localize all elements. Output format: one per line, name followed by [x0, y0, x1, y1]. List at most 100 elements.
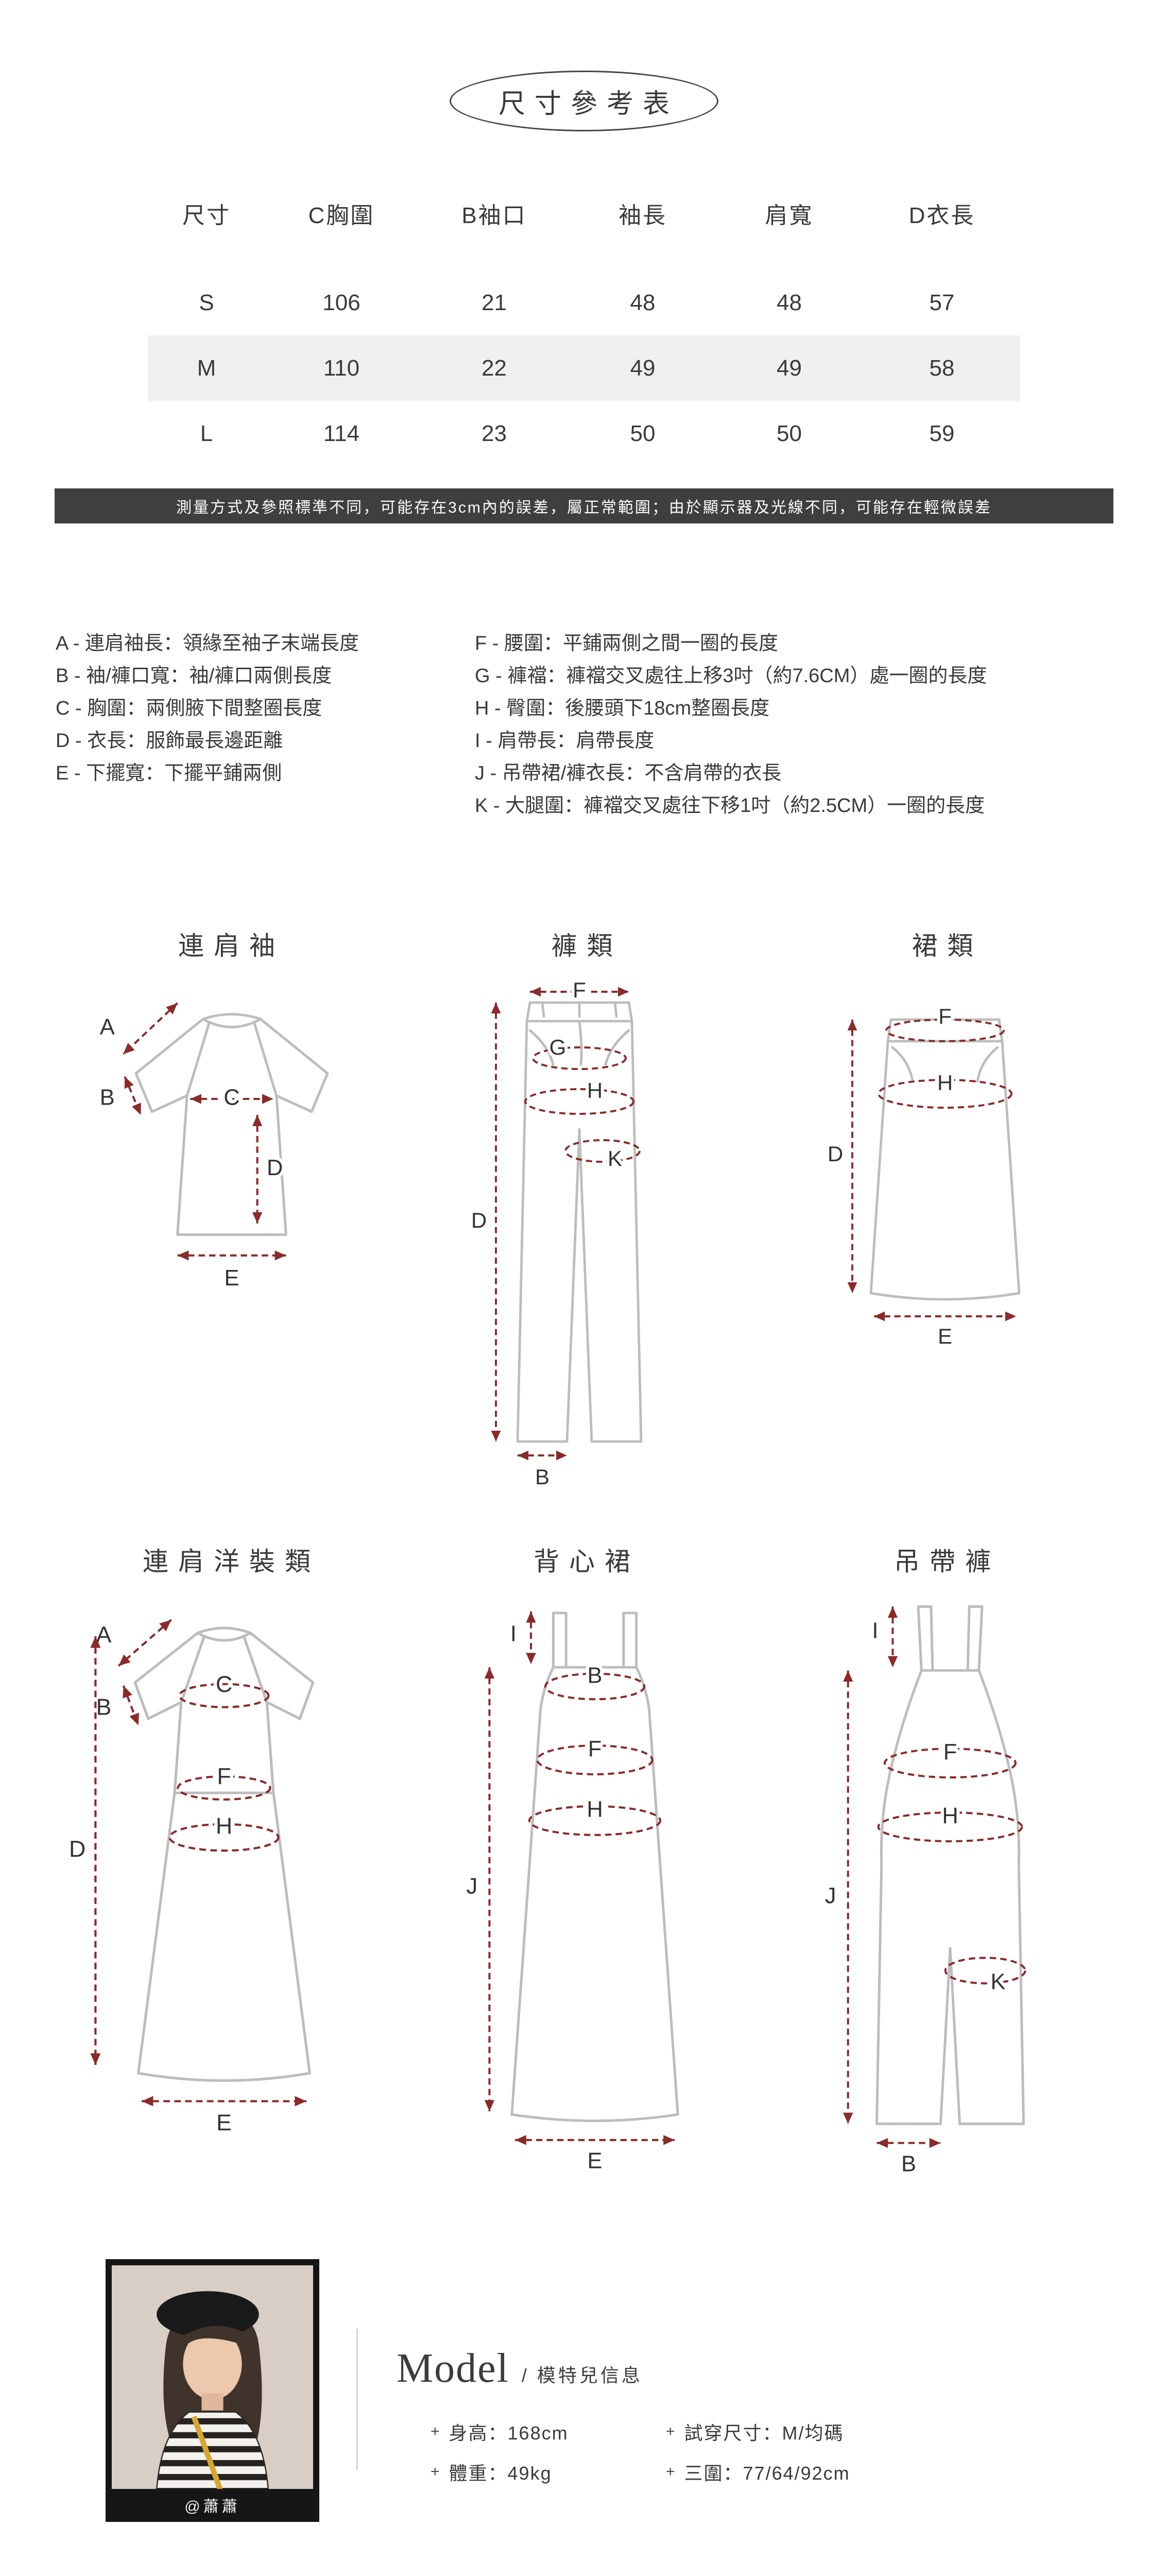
- legend-item: C - 胸圍：兩側腋下間整圈長度: [56, 698, 322, 719]
- page-title-text: 尺寸參考表: [498, 89, 679, 119]
- measure-label: G: [549, 1035, 566, 1059]
- legend-right-column: F - 腰圍：平鋪兩側之間一圈的長度 G - 褲襠：褲襠交叉處往上移3吋（約7.…: [475, 628, 1117, 822]
- measure-label: E: [588, 2149, 603, 2174]
- measure-label: F: [217, 1764, 231, 1789]
- measure-label: F: [938, 1004, 952, 1028]
- model-heading-zh: / 模特兒信息: [521, 2365, 643, 2386]
- table-cell: 50: [630, 420, 656, 446]
- legend-item: H - 臀圍：後腰頭下18cm整圈長度: [475, 698, 770, 719]
- measure-label: J: [825, 1884, 836, 1908]
- measure-label: H: [587, 1798, 603, 1822]
- measure-label: B: [100, 1085, 115, 1110]
- measure-label: A: [96, 1622, 111, 1648]
- model-info-text: 三圍：77/64/92cm: [684, 2463, 850, 2484]
- raglan-dress-diagram: A B C F H D E: [66, 1618, 315, 2131]
- skirt-diagram: F H D E: [825, 1001, 1021, 1347]
- model-info-text: 試穿尺寸：M/均碼: [684, 2422, 844, 2444]
- table-header-cell: C胸圍: [308, 203, 375, 228]
- measure-label: C: [224, 1085, 239, 1110]
- photo-caption: @蕭蕭: [184, 2498, 241, 2515]
- table-cell: 110: [323, 355, 360, 381]
- measure-label: H: [216, 1813, 232, 1839]
- table-row-s: S 106 21 48 48 57: [148, 270, 1020, 335]
- table-cell: 49: [777, 355, 802, 381]
- table-cell: S: [199, 290, 214, 315]
- plus-bullet-icon: +: [431, 2463, 441, 2480]
- measure-label: B: [96, 1694, 111, 1720]
- table-body: S 106 21 48 48 57 M 110 22 49 49 58 L 11…: [148, 270, 1020, 466]
- page-title: 尺寸參考表: [450, 71, 718, 131]
- plus-bullet-icon: +: [666, 2423, 676, 2440]
- size-table: 尺寸 C胸圍 B袖口 袖長 肩寬 D衣長 S 106 21 48 48 57 M…: [148, 185, 1020, 466]
- raglan-tee-diagram: A B C D E: [97, 1002, 329, 1294]
- measure-label: F: [943, 1740, 957, 1765]
- legend-left-column: A - 連肩袖長：領緣至袖子末端長度 B - 袖/褲口寬：袖/褲口兩側長度 C …: [56, 628, 475, 822]
- plus-bullet-icon: +: [666, 2463, 676, 2480]
- section-title-skirt: 裙類: [912, 931, 983, 960]
- measure-label: F: [588, 1737, 602, 1761]
- table-header-cell: 肩寬: [765, 203, 814, 228]
- table-cell: 21: [482, 290, 507, 315]
- section-title-overalls: 吊帶褲: [894, 1547, 1001, 1576]
- model-info-item-weight: + 體重：49kg: [431, 2460, 666, 2484]
- model-info-item-size: + 試穿尺寸：M/均碼: [666, 2419, 850, 2444]
- legend-item: D - 衣長：服飾最長邊距離: [56, 730, 283, 752]
- legend-item: E - 下擺寬：下擺平鋪兩側: [56, 762, 282, 784]
- table-cell: 48: [630, 290, 656, 315]
- measure-label: B: [535, 1465, 549, 1489]
- measure-label: H: [587, 1078, 603, 1103]
- pants-diagram: F G H K D B: [468, 975, 643, 1492]
- table-header-row: 尺寸 C胸圍 B袖口 袖長 肩寬 D衣長: [148, 185, 1020, 242]
- legend-item: B - 袖/褲口寬：袖/褲口兩側長度: [56, 665, 332, 687]
- table-cell: 106: [322, 290, 360, 315]
- section-title-raglan-tee: 連肩袖: [178, 931, 285, 960]
- measure-label: E: [225, 1266, 239, 1291]
- table-cell: 50: [777, 420, 802, 446]
- legend-item: K - 大腿圍：褲襠交叉處往下移1吋（約2.5CM）一圈的長度: [475, 795, 985, 817]
- table-header-cell: 袖長: [619, 203, 667, 228]
- legend-item: A - 連肩袖長：領緣至袖子末端長度: [56, 633, 359, 654]
- table-cell: 58: [929, 355, 955, 381]
- table-cell: M: [197, 355, 216, 381]
- tolerance-notice: 測量方式及參照標準不同，可能存在3cm內的誤差，屬正常範圍；由於顯示器及光線不同…: [55, 488, 1113, 523]
- measure-label: B: [901, 2151, 916, 2176]
- model-info: + 身高：168cm + 試穿尺寸：M/均碼 + 體重：49kg + 三圍：77…: [431, 2419, 850, 2484]
- measure-label: D: [471, 1208, 487, 1232]
- model-photo-illustration: [112, 2265, 313, 2489]
- model-heading: Model / 模特兒信息: [397, 2345, 643, 2392]
- overalls-diagram: I F H J K B: [822, 1605, 1026, 2180]
- measure-label: J: [466, 1874, 477, 1899]
- vest-dress-diagram: I B F H J E: [463, 1611, 679, 2175]
- model-info-text: 身高：168cm: [449, 2422, 569, 2444]
- legend-item: I - 肩帶長：肩帶長度: [475, 730, 655, 752]
- section-title-vest-dress: 背心裙: [534, 1547, 640, 1576]
- measure-label: K: [990, 1970, 1005, 1994]
- model-photo: @蕭蕭: [106, 2259, 319, 2522]
- model-info-item-measurements: + 三圍：77/64/92cm: [666, 2460, 850, 2484]
- section-title-pants: 褲類: [551, 931, 623, 960]
- legend-item: G - 褲襠：褲襠交叉處往上移3吋（約7.6CM）處一圈的長度: [475, 665, 987, 687]
- table-header-cell: B袖口: [461, 203, 527, 228]
- measure-label: A: [100, 1015, 115, 1040]
- section-title-raglan-dress: 連肩洋裝類: [143, 1547, 320, 1576]
- tolerance-notice-text: 測量方式及參照標準不同，可能存在3cm內的誤差，屬正常範圍；由於顯示器及光線不同…: [176, 499, 992, 516]
- measure-label: D: [828, 1142, 843, 1166]
- table-cell: L: [200, 420, 213, 446]
- legend-item: F - 腰圍：平鋪兩側之間一圈的長度: [475, 633, 778, 654]
- table-cell: 49: [630, 355, 656, 381]
- measure-label: D: [69, 1836, 85, 1862]
- measure-label: I: [510, 1622, 517, 1647]
- measure-label: E: [216, 2110, 232, 2131]
- table-cell: 22: [482, 355, 507, 381]
- table-row-l: L 114 23 50 50 59: [148, 401, 1020, 466]
- legend-item: J - 吊帶裙/褲衣長：不含肩帶的衣長: [475, 762, 782, 784]
- model-info-text: 體重：49kg: [449, 2463, 552, 2484]
- measure-label: E: [938, 1324, 952, 1347]
- table-cell: 114: [323, 420, 360, 446]
- plus-bullet-icon: +: [431, 2423, 441, 2440]
- table-cell: 48: [777, 290, 802, 315]
- measure-label: D: [267, 1156, 283, 1180]
- table-cell: 57: [929, 290, 955, 315]
- measure-label: F: [573, 978, 586, 1002]
